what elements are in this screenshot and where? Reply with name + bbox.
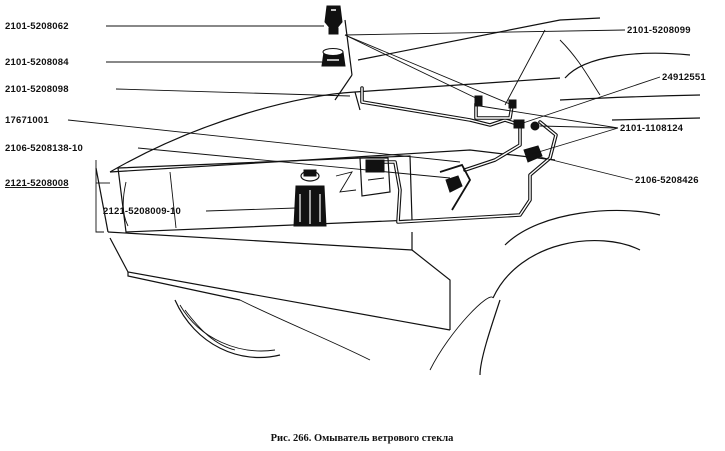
- label-2101-5208084: 2101-5208084: [5, 57, 69, 68]
- part-labels: 2101-5208062 2101-5208084 2101-5208098 1…: [5, 21, 706, 217]
- label-24912551: 24912551: [662, 72, 706, 83]
- label-2101-5208099: 2101-5208099: [627, 25, 691, 36]
- label-2121-5208008: 2121-5208008: [5, 178, 69, 189]
- label-2106-5208138-10: 2106-5208138-10: [5, 143, 83, 154]
- figure-caption: Рис. 266. Омыватель ветрового стекла: [271, 433, 455, 444]
- reservoir-icon: [335, 157, 391, 197]
- washer-tube: [360, 86, 558, 224]
- bracket-icon: [439, 163, 472, 211]
- nozzle-cap-icon: [324, 5, 343, 35]
- leader-lines: [67, 25, 661, 233]
- pump-icon: [293, 169, 327, 227]
- tee-connector-icon: [513, 119, 540, 131]
- label-2121-5208009-10: 2121-5208009-10: [103, 206, 181, 217]
- label-17671001: 17671001: [5, 115, 49, 126]
- label-2101-5208062: 2101-5208062: [5, 21, 69, 32]
- grommet-icon: [321, 48, 346, 67]
- label-2101-1108124: 2101-1108124: [620, 123, 684, 134]
- label-2106-5208426: 2106-5208426: [635, 175, 699, 186]
- label-2101-5208098: 2101-5208098: [5, 84, 69, 95]
